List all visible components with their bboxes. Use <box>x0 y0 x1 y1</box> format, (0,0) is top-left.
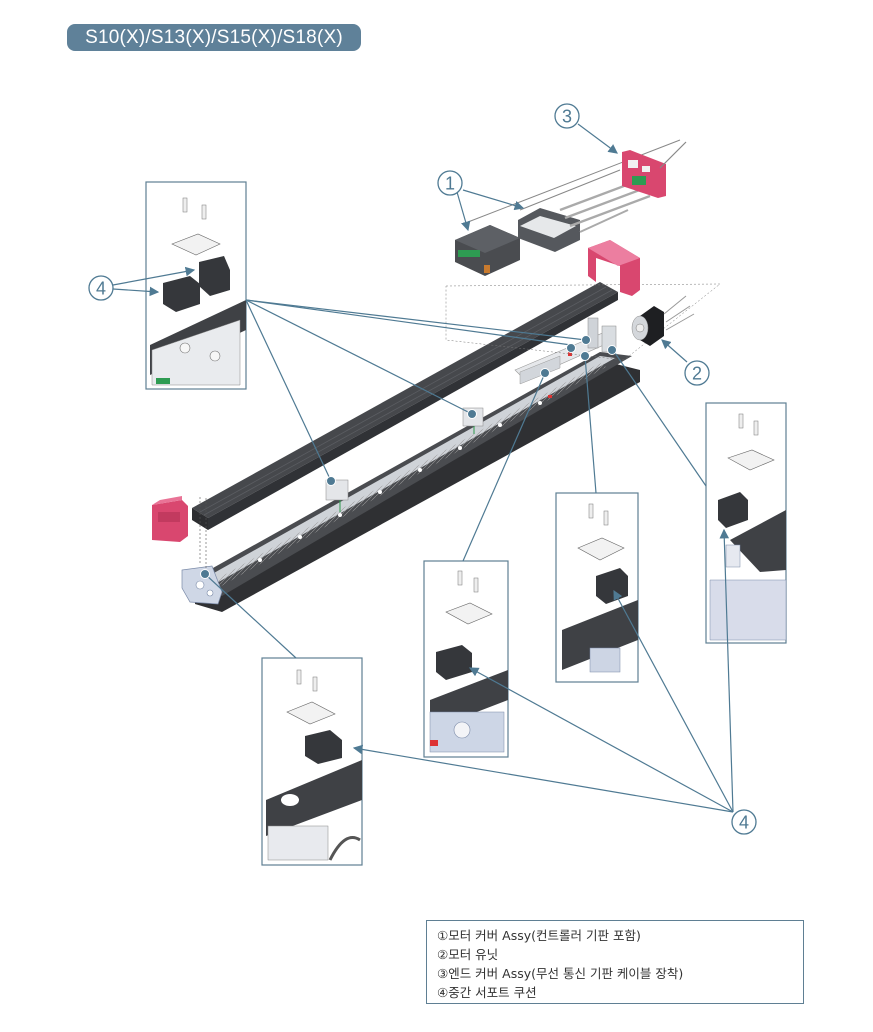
detail-panel-top-left <box>145 181 247 390</box>
legend-item-motor-unit: ②모터 유닛 <box>437 947 499 962</box>
motor-end-cap <box>588 240 640 296</box>
slider-block <box>514 317 617 398</box>
dot <box>326 476 336 486</box>
actuator-base-rail <box>195 352 640 612</box>
legend-item-end-cover: ③엔드 커버 Assy(무선 통신 기판 케이블 장착) <box>437 966 684 981</box>
model-title-badge: S10(X)/S13(X)/S15(X)/S18(X) <box>67 24 361 51</box>
callout-3: 3 <box>554 103 580 129</box>
callout-1: 1 <box>437 170 463 196</box>
motor-unit <box>631 295 695 346</box>
svg-text:4: 4 <box>96 279 106 299</box>
legend-item-motor-cover: ①모터 커버 Assy(컨트롤러 기판 포함) <box>437 928 641 943</box>
dot <box>566 343 576 353</box>
dot <box>607 345 617 355</box>
dot <box>581 335 591 345</box>
motor-cover-assy <box>445 139 721 361</box>
left-end-cap <box>152 496 207 568</box>
svg-text:1: 1 <box>445 174 455 194</box>
detail-panels <box>145 181 787 866</box>
dot <box>580 351 590 361</box>
svg-text:4: 4 <box>739 813 749 833</box>
connection-dots <box>200 335 617 579</box>
dot <box>467 409 477 419</box>
svg-text:3: 3 <box>562 107 572 127</box>
callout-4-top: 4 <box>88 275 114 301</box>
detail-panel-right <box>705 402 787 644</box>
detail-panel-center-right <box>555 492 639 683</box>
left-end-block <box>181 565 223 605</box>
end-cover-assy <box>622 141 687 198</box>
dot <box>200 569 210 579</box>
detail-panel-center <box>423 560 509 758</box>
legend-item-support-cushion: ④중간 서포트 쿠션 <box>437 985 537 1000</box>
svg-text:2: 2 <box>692 364 702 384</box>
dot <box>540 368 550 378</box>
callout-2: 2 <box>684 360 710 386</box>
top-cover <box>192 282 618 530</box>
leader-lines <box>112 123 734 813</box>
callout-markers: 1 2 3 4 4 <box>88 103 757 835</box>
callout-4-bottom: 4 <box>731 809 757 835</box>
detail-panel-bottom-left <box>261 657 363 866</box>
parts-legend: ①모터 커버 Assy(컨트롤러 기판 포함) ②모터 유닛 ③엔드 커버 As… <box>426 920 804 1004</box>
